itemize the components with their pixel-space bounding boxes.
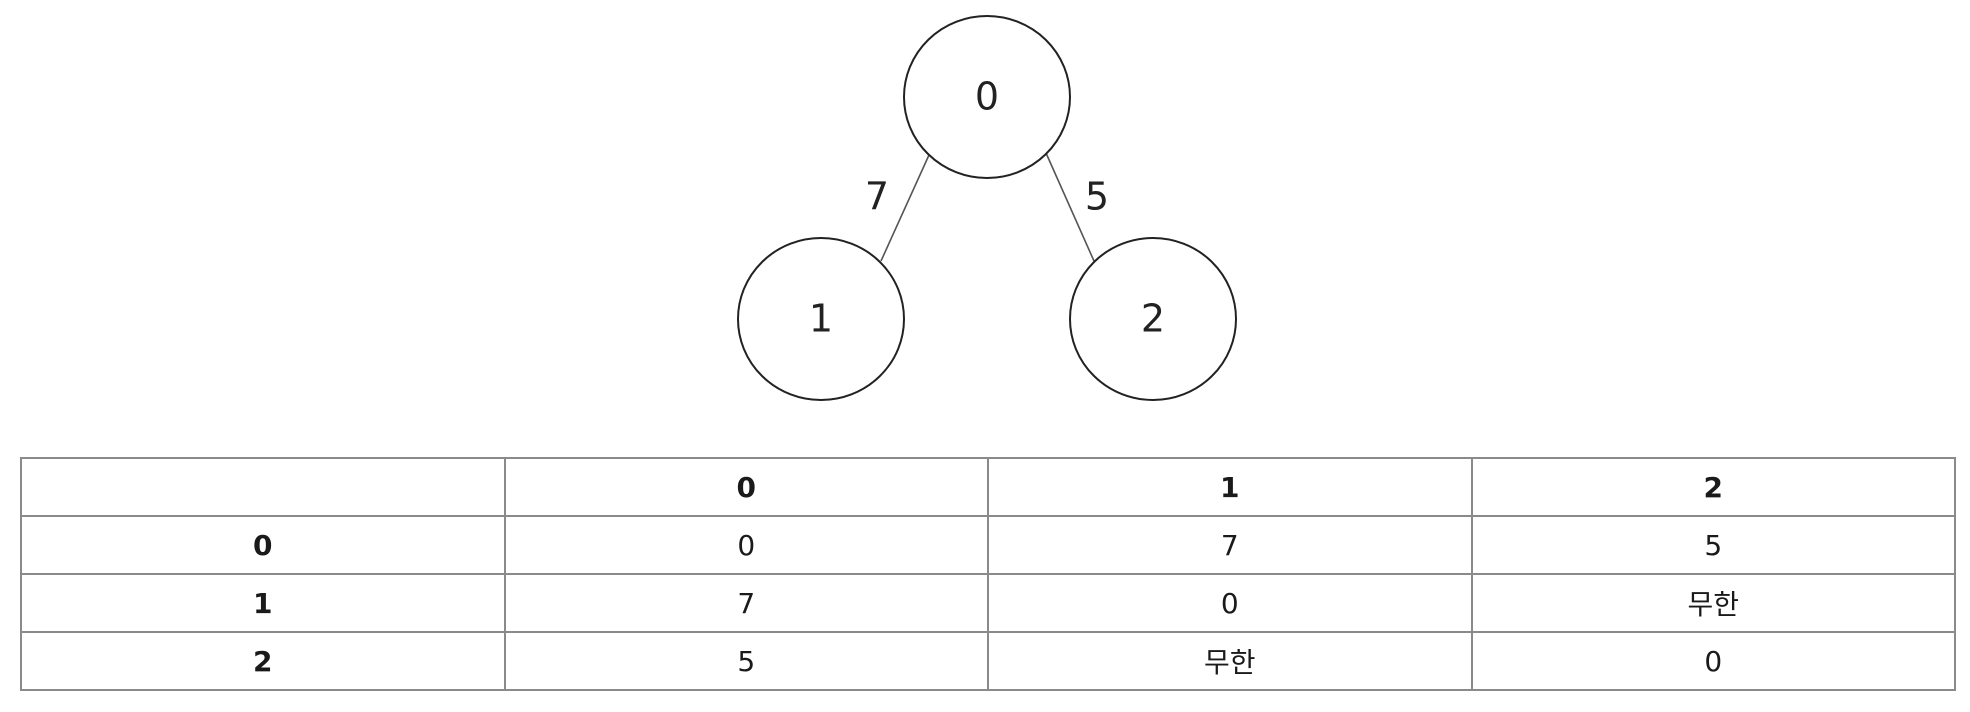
graph-diagram: 7 5 0 1 2 [737, 15, 1237, 401]
table-cell: 무한 [987, 631, 1473, 691]
table-row: 2 5 무한 0 [20, 631, 1956, 691]
node-2-label: 2 [1141, 297, 1165, 341]
edge-0-2 [1045, 152, 1095, 262]
node-1: 1 [737, 237, 905, 401]
table-row: 0 0 7 5 [20, 515, 1956, 575]
table-cell: 0 [1470, 631, 1956, 691]
table-cell: 0 [987, 573, 1473, 633]
table-header-row: 0 1 2 [20, 457, 1956, 517]
edge-0-1 [880, 154, 930, 262]
table-row: 1 7 0 무한 [20, 573, 1956, 633]
col-header-0: 0 [503, 457, 989, 517]
node-0: 0 [903, 15, 1071, 179]
node-1-circle [737, 237, 905, 401]
col-header-2: 2 [1470, 457, 1956, 517]
table-cell: 0 [503, 515, 989, 575]
edge-label-0-2: 5 [1085, 175, 1109, 219]
table-cell: 7 [503, 573, 989, 633]
node-2-circle [1069, 237, 1237, 401]
row-header-1: 1 [20, 573, 506, 633]
node-2: 2 [1069, 237, 1237, 401]
node-0-label: 0 [975, 75, 999, 119]
table-cell: 5 [503, 631, 989, 691]
table-cell: 7 [987, 515, 1473, 575]
node-0-circle [903, 15, 1071, 179]
table-cell: 무한 [1470, 573, 1956, 633]
row-header-0: 0 [20, 515, 506, 575]
adjacency-matrix-table: 0 1 2 0 0 7 5 1 7 0 무한 2 5 무한 0 [20, 457, 1956, 691]
col-header-1: 1 [987, 457, 1473, 517]
edge-label-0-1: 7 [865, 175, 889, 219]
row-header-2: 2 [20, 631, 506, 691]
corner-cell [20, 457, 506, 517]
node-1-label: 1 [809, 297, 833, 341]
table-cell: 5 [1470, 515, 1956, 575]
